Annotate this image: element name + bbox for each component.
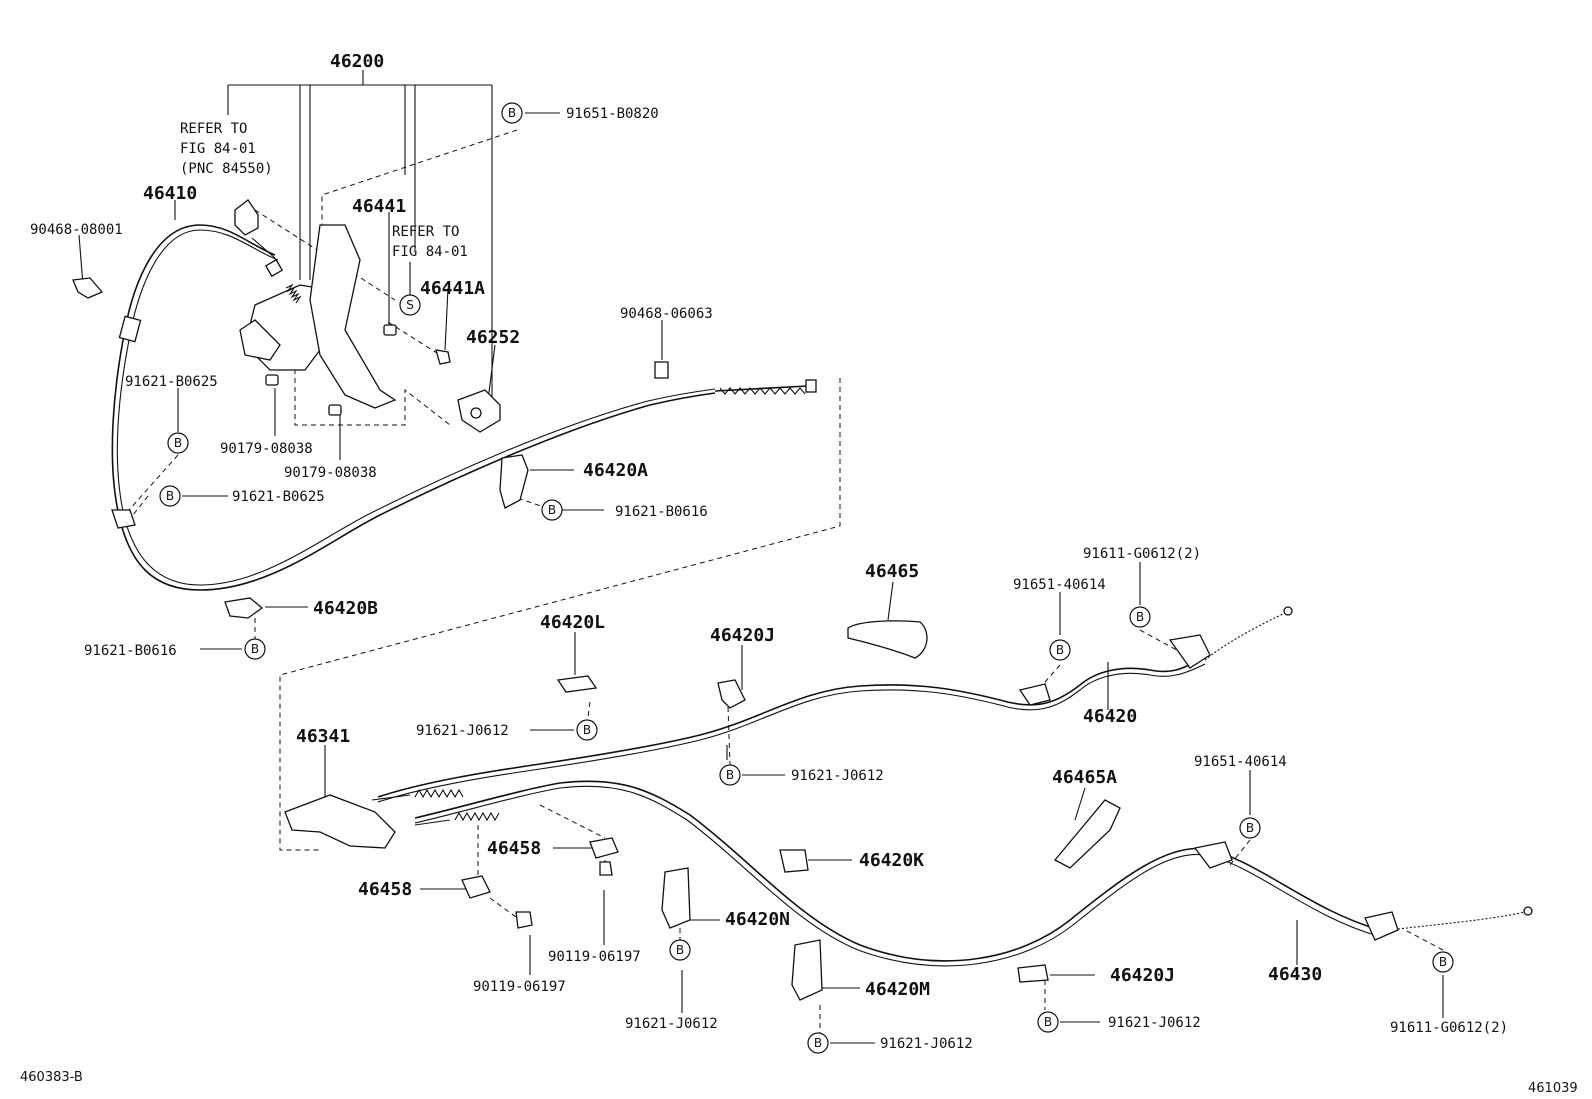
- boot-46465A: [1053, 799, 1121, 869]
- label-46441A: 46441A: [420, 278, 485, 299]
- label-46420N: 46420N: [725, 909, 790, 930]
- label-90119-06197-b: 90119-06197: [473, 979, 566, 995]
- svg-text:B: B: [251, 642, 259, 656]
- bracket-46420M: [791, 939, 823, 1001]
- label-90179-08038-a: 90179-08038: [220, 441, 313, 457]
- label-91611-G0612-a: 91611-G0612(2): [1083, 546, 1201, 562]
- badge-s: S: [399, 294, 421, 316]
- label-91651-40614-b: 91651-40614: [1194, 754, 1287, 770]
- label-46420B: 46420B: [313, 598, 378, 619]
- label-46465A: 46465A: [1052, 767, 1117, 788]
- label-46420M: 46420M: [865, 979, 930, 1000]
- svg-text:B: B: [548, 503, 556, 517]
- front-cable-46410: [111, 224, 716, 591]
- label-46458-a: 46458: [487, 838, 541, 859]
- badge-b-91621-J0612-a: B: [576, 719, 598, 741]
- svg-text:B: B: [166, 489, 174, 503]
- label-46420K: 46420K: [859, 850, 924, 871]
- refer-part-84550: [234, 199, 259, 236]
- label-46430: 46430: [1268, 964, 1322, 985]
- label-46465: 46465: [865, 561, 919, 582]
- label-46341: 46341: [296, 726, 350, 747]
- clip-46420B: [224, 597, 264, 619]
- figure-code-left: 460383-B: [20, 1070, 83, 1085]
- bracket-46420A: [499, 454, 529, 509]
- equalizer-46341: [284, 794, 396, 849]
- svg-text:B: B: [676, 943, 684, 957]
- boot-46465: [847, 620, 928, 659]
- svg-text:B: B: [508, 106, 516, 120]
- svg-text:B: B: [583, 723, 591, 737]
- leader-lines: [78, 70, 1444, 1044]
- part-labels: 46200 91651-B0820 REFER TO FIG 84-01 (PN…: [20, 51, 1578, 1096]
- refer1-line3: (PNC 84550): [180, 161, 273, 177]
- label-91621-J0612-b: 91621-J0612: [791, 768, 884, 784]
- svg-text:B: B: [174, 436, 182, 450]
- label-46420A: 46420A: [583, 460, 648, 481]
- rear-cable-46430: [414, 780, 1381, 962]
- refer1-line2: FIG 84-01: [180, 141, 256, 157]
- label-90468-08001: 90468-08001: [30, 222, 123, 238]
- badge-b-91621-J0612-b: B: [719, 764, 741, 786]
- label-91651-B0820: 91651-B0820: [566, 106, 659, 122]
- label-91621-J0612-a: 91621-J0612: [416, 723, 509, 739]
- label-90119-06197-a: 90119-06197: [548, 949, 641, 965]
- badge-b-91621-J0612-d: B: [1037, 1011, 1059, 1033]
- refer1-line1: REFER TO: [180, 121, 247, 137]
- label-46420J-a: 46420J: [710, 625, 775, 646]
- svg-text:B: B: [726, 768, 734, 782]
- svg-text:B: B: [1056, 643, 1064, 657]
- rear-cable-46420: [377, 659, 1201, 798]
- label-91621-B0625-b: 91621-B0625: [232, 489, 325, 505]
- label-46420J-b: 46420J: [1110, 965, 1175, 986]
- badge-b-91611-G0612-b: B: [1432, 951, 1454, 973]
- badge-b-91651-B0820: B: [501, 102, 523, 124]
- figure-code-right: 461039: [1528, 1081, 1578, 1096]
- label-91621-J0612-e: 91621-J0612: [880, 1036, 973, 1052]
- fastener-badges: B S B B B B B B B B B B B B B: [159, 102, 1454, 1054]
- svg-text:S: S: [406, 298, 414, 312]
- badge-b-91621-J0612-e: B: [807, 1032, 829, 1054]
- label-91621-B0616-a: 91621-B0616: [615, 504, 708, 520]
- label-46200: 46200: [330, 51, 384, 72]
- label-46252: 46252: [466, 327, 520, 348]
- badge-b-91621-B0625-b: B: [159, 485, 181, 507]
- label-91651-40614-a: 91651-40614: [1013, 577, 1106, 593]
- cables: [111, 224, 1533, 967]
- svg-text:B: B: [1246, 821, 1254, 835]
- parts: [72, 199, 1399, 1001]
- label-46441: 46441: [352, 196, 406, 217]
- badge-b-91621-B0625-a: B: [167, 432, 189, 454]
- label-91621-B0616-b: 91621-B0616: [84, 643, 177, 659]
- badge-b-91621-B0616-b: B: [244, 638, 266, 660]
- label-46458-b: 46458: [358, 879, 412, 900]
- svg-text:B: B: [1044, 1015, 1052, 1029]
- bracket-46420N: [661, 867, 691, 929]
- label-91621-J0612-c: 91621-J0612: [625, 1016, 718, 1032]
- label-46420L: 46420L: [540, 612, 605, 633]
- svg-text:B: B: [1136, 610, 1144, 624]
- label-46420: 46420: [1083, 706, 1137, 727]
- badge-b-91621-B0616-a: B: [541, 499, 563, 521]
- label-90468-06063: 90468-06063: [620, 306, 713, 322]
- label-91621-B0625-a: 91621-B0625: [125, 374, 218, 390]
- label-91621-J0612-d: 91621-J0612: [1108, 1015, 1201, 1031]
- label-91611-G0612-b: 91611-G0612(2): [1390, 1020, 1508, 1036]
- label-90179-08038-b: 90179-08038: [284, 465, 377, 481]
- badge-b-91651-40614-a: B: [1049, 639, 1071, 661]
- badge-b-91611-G0612-a: B: [1129, 606, 1151, 628]
- badge-b-91651-40614-b: B: [1239, 817, 1261, 839]
- svg-text:B: B: [814, 1036, 822, 1050]
- refer2-line2: FIG 84-01: [392, 244, 468, 260]
- label-46410: 46410: [143, 183, 197, 204]
- badge-b-91621-J0612-c: B: [669, 939, 691, 961]
- svg-text:B: B: [1439, 955, 1447, 969]
- refer2-line1: REFER TO: [392, 224, 459, 240]
